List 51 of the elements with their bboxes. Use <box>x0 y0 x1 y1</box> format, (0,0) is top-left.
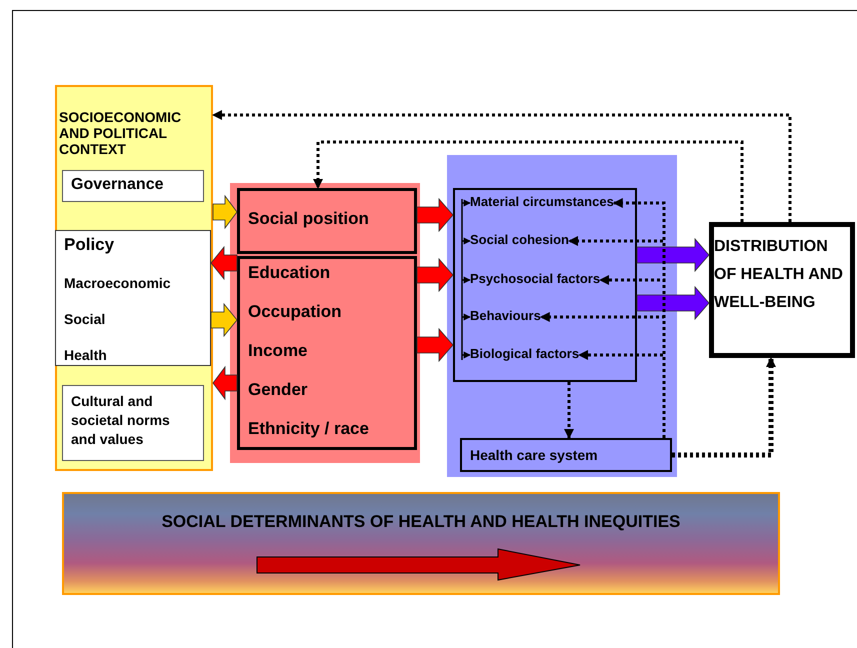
text-box <box>237 188 417 254</box>
arrow <box>462 238 471 244</box>
panel-title: SOCIOECONOMIC AND POLITICAL CONTEXT <box>59 109 182 157</box>
list-item: Gender <box>248 380 309 400</box>
block-arrow <box>416 328 454 362</box>
panel <box>447 155 677 477</box>
box-label: Health care system <box>470 447 599 463</box>
factors-box <box>453 188 637 382</box>
block-arrow <box>416 198 454 232</box>
block-arrow <box>210 246 238 280</box>
list-item: Social <box>64 311 106 327</box>
list-item: Occupation <box>248 302 343 322</box>
block-arrow <box>210 302 238 338</box>
box-label: Education <box>248 263 332 283</box>
box-label: Policy <box>64 235 116 255</box>
text-box <box>62 170 204 202</box>
dotted-arrow <box>672 357 776 458</box>
arrow <box>462 200 471 206</box>
banner <box>62 492 780 595</box>
text-box <box>62 385 204 461</box>
dotted-arrow <box>212 110 792 222</box>
list-item: Ethnicity / race <box>248 419 370 439</box>
list-item: Health <box>64 347 108 363</box>
outcome-box <box>709 222 855 358</box>
box-label: Social position <box>248 209 370 229</box>
block-arrow <box>212 194 238 230</box>
list-item: Social cohesion <box>470 232 569 250</box>
block-arrow <box>636 286 710 320</box>
block-arrow <box>416 258 454 292</box>
dotted-arrow <box>313 140 744 222</box>
panel <box>230 183 420 463</box>
arrow <box>462 314 471 320</box>
block-arrow <box>212 366 238 400</box>
box-label: Cultural and societal norms and values <box>71 392 171 449</box>
list-item: Material circumstances <box>470 194 614 212</box>
text-box <box>55 230 211 366</box>
box-label: DISTRIBUTION OF HEALTH AND WELL-BEING <box>714 237 844 313</box>
block-arrow <box>636 238 710 272</box>
arrow <box>462 276 471 284</box>
list-item: Behaviours <box>470 308 541 326</box>
list-item: Macroeconomic <box>64 275 172 291</box>
text-box <box>237 256 417 450</box>
box-label: SOCIAL DETERMINANTS OF HEALTH AND HEALTH INEQUITIES <box>160 512 682 532</box>
dotted-arrow <box>564 382 574 439</box>
context-panel <box>55 85 213 471</box>
text-box <box>460 438 672 472</box>
arrow <box>462 352 471 358</box>
list-item: Psychosocial factors <box>470 271 600 289</box>
list-item: Biological factors <box>470 346 580 364</box>
box-label: Governance <box>71 176 164 194</box>
list-item: Income <box>248 341 309 361</box>
